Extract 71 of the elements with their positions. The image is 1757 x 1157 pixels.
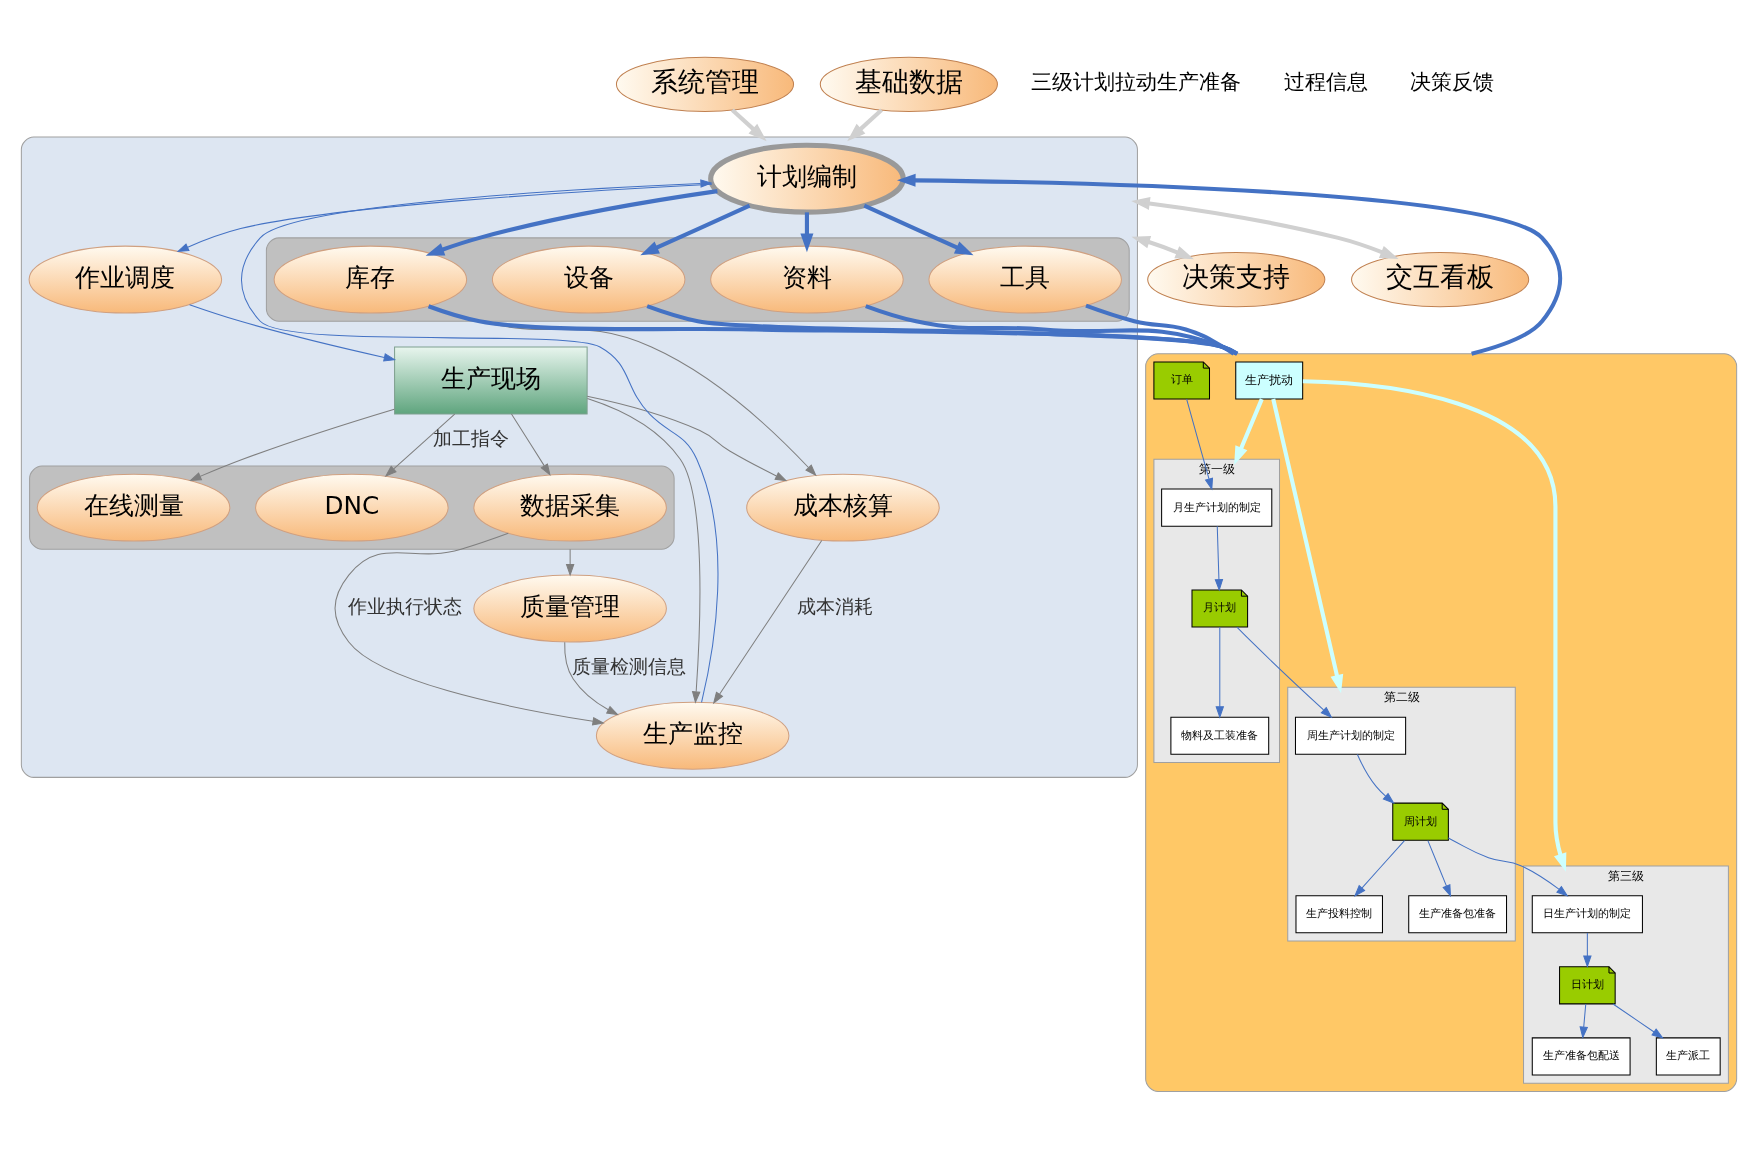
arrow bbox=[334, 532, 605, 726]
arrow bbox=[846, 108, 883, 142]
node-box: 日生产计划的制定 bbox=[1531, 895, 1643, 934]
connector bbox=[427, 304, 1238, 356]
arrow bbox=[1356, 753, 1395, 804]
arrow bbox=[1130, 235, 1194, 260]
arrow bbox=[730, 108, 767, 142]
arrow bbox=[1130, 197, 1399, 259]
node-box: 月生产计划的制定 bbox=[1160, 488, 1272, 527]
arrow bbox=[1302, 379, 1566, 872]
node-ellipse: 质量管理 bbox=[472, 574, 667, 643]
arrow bbox=[1235, 626, 1332, 719]
arrow bbox=[1426, 840, 1451, 898]
label: 决策反馈 bbox=[1409, 70, 1494, 95]
node-ellipse: 生产监控 bbox=[595, 701, 789, 770]
arrow bbox=[240, 179, 718, 703]
cluster bbox=[20, 136, 1138, 778]
label: 三级计划拉动生产准备 bbox=[1030, 70, 1241, 95]
arrow bbox=[188, 304, 396, 362]
cluster bbox=[265, 237, 1130, 322]
arrow bbox=[712, 540, 822, 705]
node-box: 生产现场 bbox=[393, 346, 588, 415]
node-ellipse: 交互看板 bbox=[1350, 251, 1529, 308]
node-ellipse: 系统管理 bbox=[615, 56, 794, 112]
arrow bbox=[1612, 1003, 1664, 1039]
node-ellipse: 资料 bbox=[709, 245, 904, 314]
edge-label: 成本消耗 bbox=[796, 596, 873, 618]
node-box: 物料及工装准备 bbox=[1169, 716, 1269, 755]
arrow bbox=[188, 408, 395, 482]
node-box: 生产派工 bbox=[1655, 1037, 1721, 1076]
node-box: 周生产计划的制定 bbox=[1294, 716, 1406, 755]
arrow bbox=[425, 189, 718, 256]
node-ellipse: 决策支持 bbox=[1146, 251, 1325, 308]
arrow bbox=[176, 183, 712, 253]
arrow bbox=[1353, 840, 1405, 897]
connector bbox=[864, 304, 1238, 356]
label: 过程信息 bbox=[1283, 70, 1368, 95]
arrow bbox=[1447, 837, 1568, 897]
node-ellipse: 数据采集 bbox=[472, 473, 667, 542]
edge-label: 质量检测信息 bbox=[571, 656, 686, 678]
edge-label: 作业执行状态 bbox=[347, 596, 462, 618]
arrow bbox=[563, 641, 619, 716]
node-ellipse: 计划编制 bbox=[707, 142, 906, 215]
node-ellipse: DNC bbox=[254, 473, 449, 542]
node-box: 生产扰动 bbox=[1234, 361, 1303, 400]
node-ellipse: 工具 bbox=[927, 245, 1122, 314]
connector bbox=[1084, 303, 1235, 356]
arrow bbox=[510, 413, 551, 476]
edge-label: 加工指令 bbox=[432, 428, 509, 450]
cluster bbox=[1144, 353, 1737, 1092]
arrow bbox=[565, 548, 574, 577]
arrow bbox=[1214, 626, 1224, 719]
node-box: 生产准备包准备 bbox=[1407, 895, 1507, 934]
arrow bbox=[586, 398, 700, 704]
arrow bbox=[1233, 398, 1264, 465]
node-ellipse: 基础数据 bbox=[819, 56, 998, 112]
arrow bbox=[862, 203, 974, 256]
arrow bbox=[639, 203, 750, 256]
node-ellipse: 设备 bbox=[491, 245, 685, 314]
arrow bbox=[1185, 398, 1213, 491]
arrow bbox=[384, 413, 455, 477]
arrow bbox=[1582, 932, 1592, 968]
node-box: 生产准备包配送 bbox=[1531, 1037, 1631, 1076]
node-box: 生产投料控制 bbox=[1294, 895, 1383, 934]
arrow bbox=[1270, 398, 1343, 694]
arrow bbox=[896, 173, 1562, 356]
arrow bbox=[586, 395, 787, 482]
arrow bbox=[1214, 525, 1223, 592]
arrow bbox=[799, 212, 813, 253]
connector bbox=[645, 304, 1238, 356]
arrow bbox=[1578, 1003, 1588, 1039]
